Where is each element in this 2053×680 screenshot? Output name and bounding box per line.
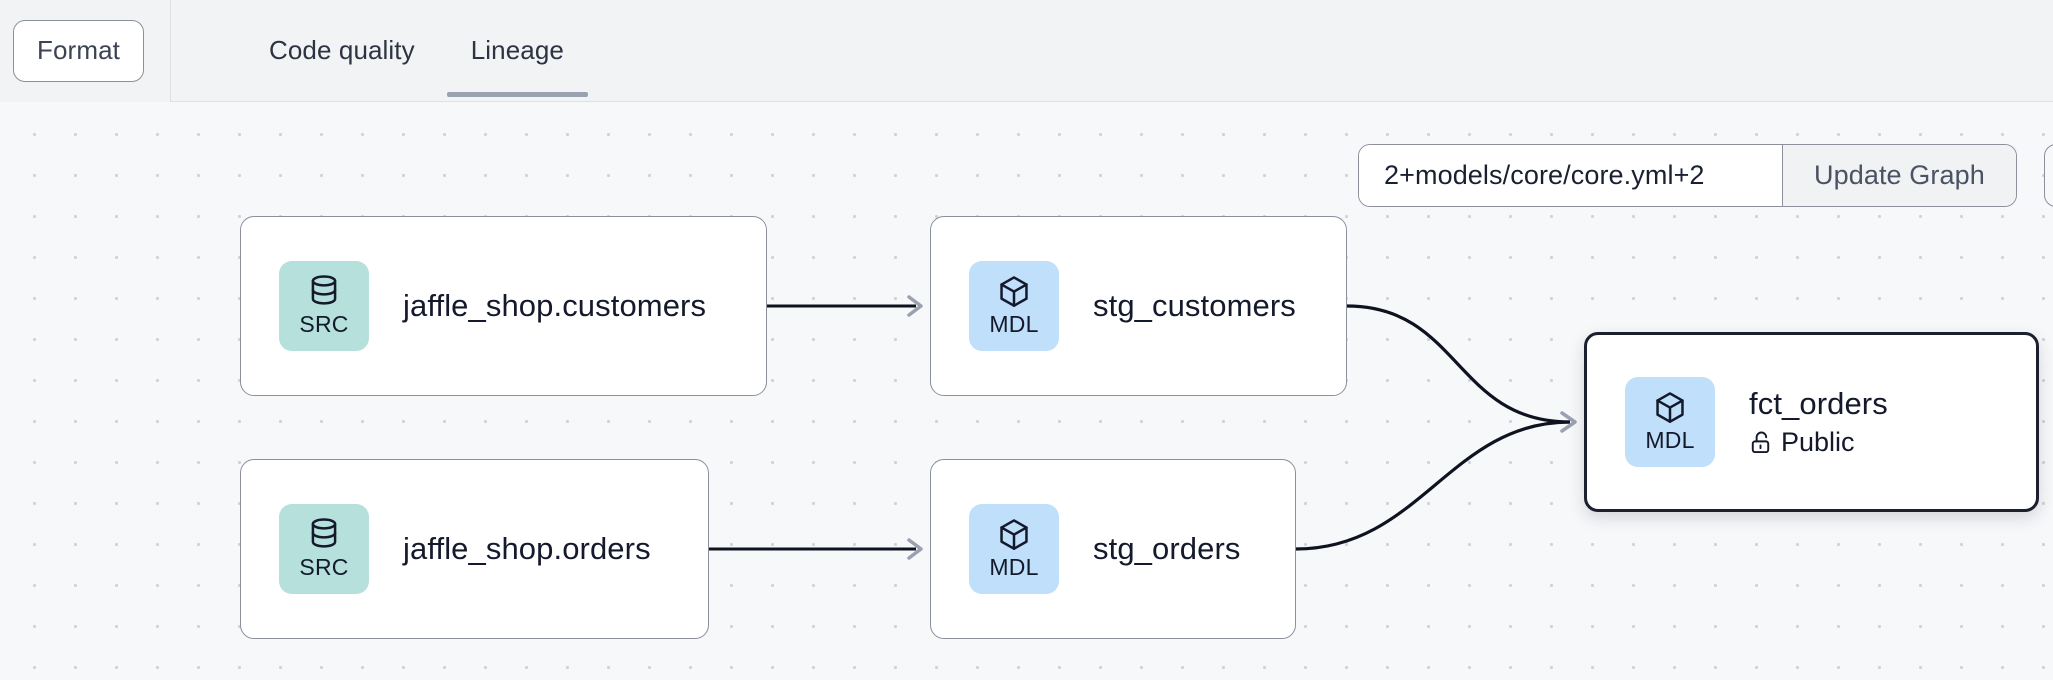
node-title: fct_orders	[1749, 386, 1888, 422]
arrow-head-stg-orders	[907, 538, 923, 560]
node-title: stg_customers	[1093, 288, 1296, 324]
database-icon	[307, 274, 341, 310]
editor-header: Format Code quality Lineage	[0, 0, 2053, 102]
lineage-node-src-customers[interactable]: SRC jaffle_shop.customers	[240, 216, 767, 396]
cube-icon	[997, 274, 1031, 310]
lineage-canvas[interactable]: SRC jaffle_shop.customers MDL stg_custo	[0, 102, 2053, 680]
node-text: jaffle_shop.orders	[403, 531, 651, 567]
database-icon	[307, 517, 341, 553]
node-access-meta: Public	[1749, 427, 1888, 458]
lineage-node-stg-orders[interactable]: MDL stg_orders	[930, 459, 1296, 639]
edge-stg-customers-to-fct-orders	[1346, 304, 1571, 424]
arrow-head-fct-orders	[1560, 411, 1577, 433]
lineage-node-fct-orders[interactable]: MDL fct_orders Public	[1584, 332, 2039, 512]
unlock-icon	[1749, 430, 1772, 455]
node-text: stg_orders	[1093, 531, 1240, 567]
src-badge: SRC	[279, 261, 369, 351]
node-text: stg_customers	[1093, 288, 1296, 324]
lineage-node-src-orders[interactable]: SRC jaffle_shop.orders	[240, 459, 709, 639]
mdl-badge-label: MDL	[989, 311, 1039, 337]
graph-toolbar: Update Graph	[1358, 144, 2017, 207]
src-badge-label: SRC	[299, 554, 349, 580]
node-title: stg_orders	[1093, 531, 1241, 567]
graph-side-control-stub[interactable]	[2044, 144, 2053, 207]
src-badge-label: SRC	[299, 311, 349, 337]
format-button[interactable]: Format	[13, 19, 144, 82]
lineage-node-stg-customers[interactable]: MDL stg_customers	[930, 216, 1347, 396]
node-access-label: Public	[1781, 426, 1855, 457]
node-text: jaffle_shop.customers	[403, 288, 706, 324]
cube-icon	[1653, 390, 1687, 426]
update-graph-button[interactable]: Update Graph	[1782, 145, 2016, 206]
tab-code-quality[interactable]: Code quality	[269, 35, 415, 65]
node-text: fct_orders Public	[1749, 386, 1888, 458]
edge-stg-orders-to-fct-orders	[1295, 420, 1571, 551]
node-title: jaffle_shop.customers	[403, 288, 707, 324]
cube-icon	[997, 517, 1031, 553]
mdl-badge: MDL	[969, 504, 1059, 594]
format-button-zone: Format	[0, 0, 171, 102]
editor-tabs: Code quality Lineage	[171, 0, 592, 102]
selector-input[interactable]	[1359, 145, 1782, 206]
mdl-badge: MDL	[969, 261, 1059, 351]
node-title: jaffle_shop.orders	[403, 531, 651, 567]
mdl-badge-label: MDL	[1645, 427, 1695, 453]
mdl-badge: MDL	[1625, 377, 1715, 467]
mdl-badge-label: MDL	[989, 554, 1039, 580]
src-badge: SRC	[279, 504, 369, 594]
tab-lineage[interactable]: Lineage	[443, 0, 592, 102]
arrow-head-stg-customers	[907, 295, 923, 317]
